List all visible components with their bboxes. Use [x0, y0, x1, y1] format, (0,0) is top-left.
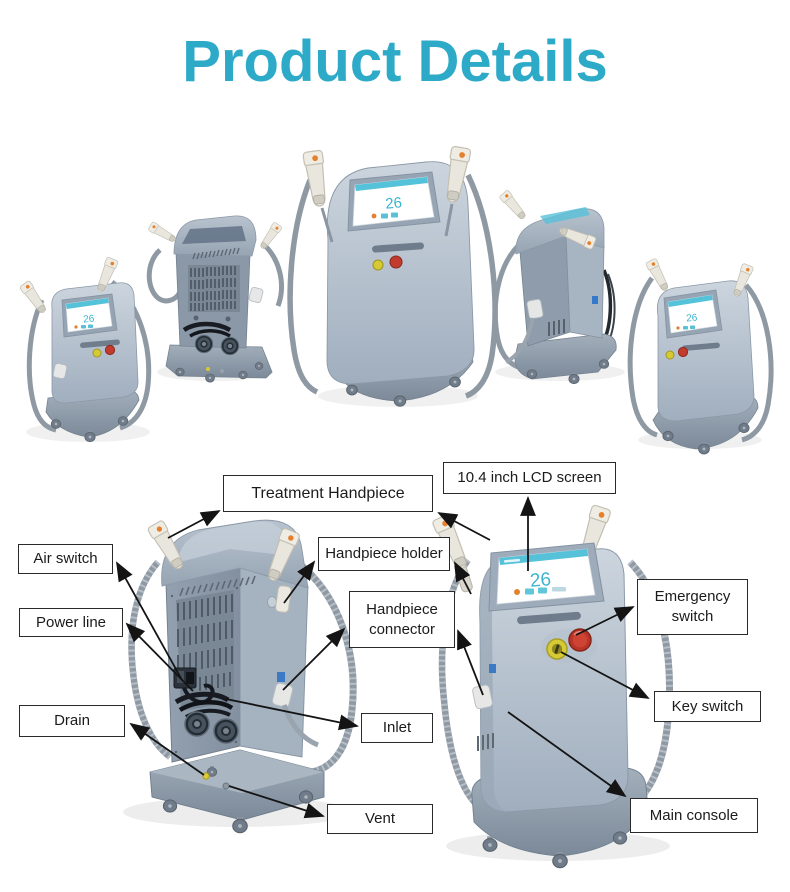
screen-value: 26 [686, 313, 698, 325]
arrow-air-switch [116, 561, 183, 681]
callout-label: Emergency switch [654, 588, 731, 625]
callout-label: Handpiece connector [366, 600, 438, 638]
arrow-handpiece-holder-right [454, 561, 472, 595]
vent-port [222, 782, 230, 790]
cooling-fan-icon [184, 711, 210, 737]
callout-label: Drain [54, 712, 90, 730]
callout-emergency-switch: Emergency switch [637, 579, 748, 635]
callout-inlet: Inlet [361, 713, 433, 743]
machine-view-front-left: 26 [18, 256, 152, 443]
treatment-handpiece-icon [645, 257, 672, 294]
screen-value: 26 [385, 194, 403, 212]
page-title: Product Details [182, 29, 608, 94]
callout-drain: Drain [19, 705, 125, 737]
arrow-inlet [225, 698, 359, 731]
callout-handpiece-holder: Handpiece holder [318, 537, 450, 571]
callout-label: Treatment Handpiece [251, 484, 405, 502]
handpiece-connector-port [271, 682, 294, 708]
screen-value: 26 [83, 314, 95, 326]
emergency-button [568, 628, 592, 652]
callout-key-switch: Key switch [654, 691, 761, 722]
arrow-treatment-handpiece-left [167, 510, 221, 539]
callout-label: Power line [35, 613, 107, 631]
arrow-emergency-switch [575, 606, 635, 636]
arrow-handpiece-connector-left [282, 627, 346, 691]
treatment-handpiece-icon [257, 221, 283, 252]
treatment-handpiece-icon [18, 279, 50, 316]
arrow-drain [129, 722, 205, 776]
callout-power-line: Power line [19, 608, 123, 637]
machine-view-back [146, 215, 284, 383]
callout-label: Inlet [382, 719, 412, 737]
callout-label: 10.4 inch LCD screen [457, 469, 602, 487]
callout-vent: Vent [327, 804, 433, 834]
arrow-power-line [125, 622, 194, 692]
callout-handpiece-connector: Handpiece connector [349, 591, 455, 648]
machine-view-front-center: 26 [287, 145, 498, 407]
callout-label: Vent [364, 810, 396, 828]
arrow-key-switch [560, 651, 650, 699]
callout-label: Main console [649, 806, 739, 824]
arrow-treatment-handpiece-right [437, 512, 491, 541]
treatment-handpiece-icon [498, 189, 529, 222]
arrow-vent [228, 785, 325, 819]
key-switch-button [546, 638, 568, 660]
callout-treatment-handpiece: Treatment Handpiece [223, 475, 433, 512]
callout-air-switch: Air switch [18, 544, 113, 574]
handpiece-holder-bracket [275, 585, 292, 613]
treatment-handpiece-icon [302, 149, 331, 208]
cooling-fan-icon [194, 334, 214, 354]
arrow-handpiece-holder-left [283, 560, 316, 604]
callout-lcd-screen: 10.4 inch LCD screen [443, 462, 616, 494]
arrow-handpiece-connector-right [457, 629, 484, 696]
arrow-main-console [507, 711, 627, 798]
cooling-fan-icon [213, 718, 239, 744]
diagram-front-machine: 26 [431, 503, 673, 869]
callout-label: Handpiece holder [325, 545, 443, 563]
screen-value: 26 [529, 569, 552, 592]
machine-view-rear-angled [492, 189, 625, 385]
treatment-handpiece-icon [147, 221, 178, 245]
callout-label: Key switch [671, 697, 744, 715]
callout-arrows [116, 496, 650, 819]
callout-main-console: Main console [630, 798, 758, 833]
machine-view-front-right: 26 [627, 257, 774, 455]
callout-label: Air switch [33, 550, 98, 568]
cooling-fan-icon [220, 336, 240, 356]
handle-slot [517, 611, 581, 625]
